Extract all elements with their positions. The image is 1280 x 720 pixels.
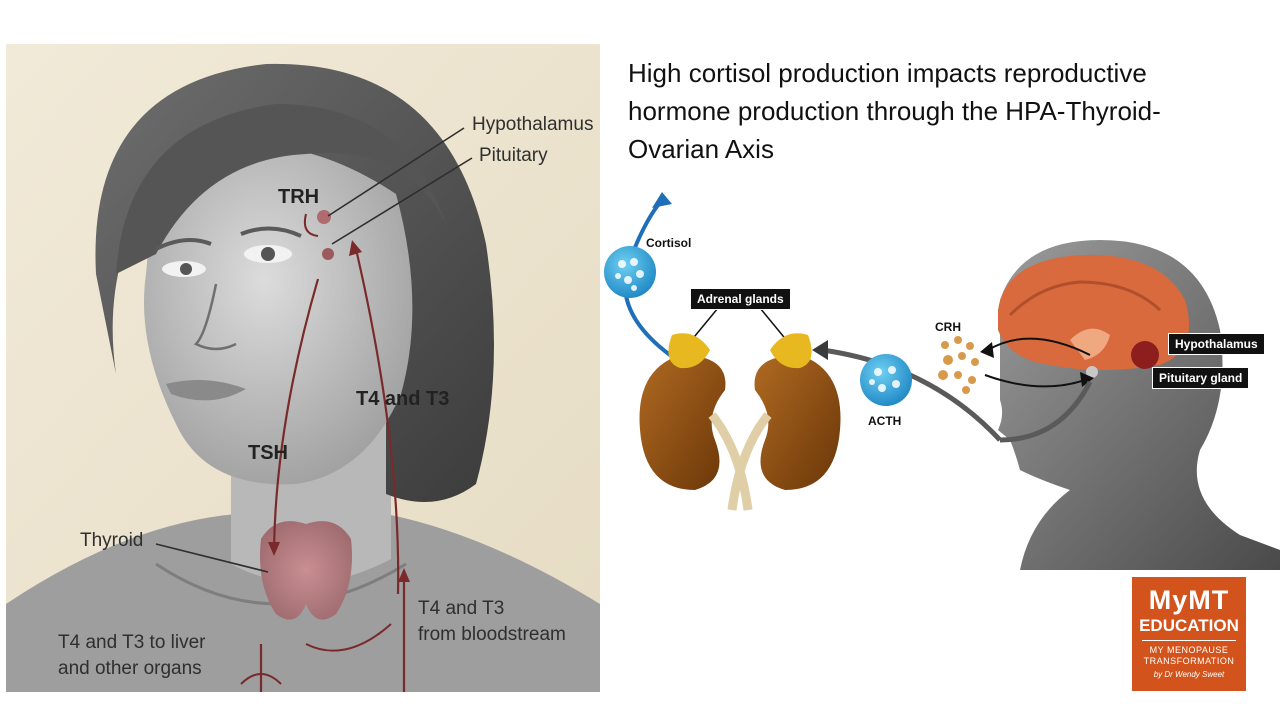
cortisol-molecule: [604, 246, 656, 298]
label-tsh: TSH: [248, 442, 288, 464]
label-cortisol: Cortisol: [646, 236, 692, 250]
logo-divider: [1142, 640, 1236, 641]
label-trh: TRH: [278, 186, 320, 208]
label-hypothalamus-right: Hypothalamus: [1168, 333, 1265, 355]
label-hypothalamus: Hypothalamus: [472, 114, 594, 135]
label-t4-t3-from-bloodstream: T4 and T3 from bloodstream: [418, 598, 566, 645]
brain: [998, 254, 1190, 370]
woman-illustration: [6, 44, 600, 692]
label-pituitary: Pituitary: [479, 145, 548, 166]
logo-author: by Dr Wendy Sweet: [1153, 670, 1225, 679]
label-t4-t3-up: T4 and T3: [356, 388, 450, 410]
label-crh: CRH: [935, 320, 961, 334]
thyroid-gland: [260, 521, 352, 620]
thyroid-axis-illustration: Hypothalamus Pituitary TRH T4 and T3 TSH…: [6, 44, 600, 692]
left-adrenal-gland: [668, 333, 710, 369]
label-thyroid: Thyroid: [80, 530, 144, 551]
left-kidney: [639, 355, 726, 490]
label-adrenal-glands: Adrenal glands: [690, 288, 791, 310]
label-acth: ACTH: [868, 414, 902, 428]
acth-molecule: [860, 354, 912, 406]
hpa-axis-diagram: Cortisol Adrenal glands CRH Hypothalamus…: [600, 190, 1280, 570]
label-t4-t3-to-liver: T4 and T3 to liver and other organs: [58, 632, 206, 679]
page-title: High cortisol production impacts reprodu…: [628, 58, 1161, 164]
logo-mymt: MyMT: [1148, 585, 1230, 615]
hpa-illustration: [604, 192, 1280, 570]
right-kidney: [754, 355, 841, 490]
mymt-education-logo: MyMT EDUCATION MY MENOPAUSE TRANSFORMATI…: [1132, 577, 1246, 691]
logo-education: EDUCATION: [1139, 616, 1239, 635]
label-pituitary-gland: Pituitary gland: [1152, 367, 1250, 389]
right-adrenal-gland: [770, 333, 812, 369]
logo-tagline: MY MENOPAUSE TRANSFORMATION: [1143, 645, 1235, 666]
